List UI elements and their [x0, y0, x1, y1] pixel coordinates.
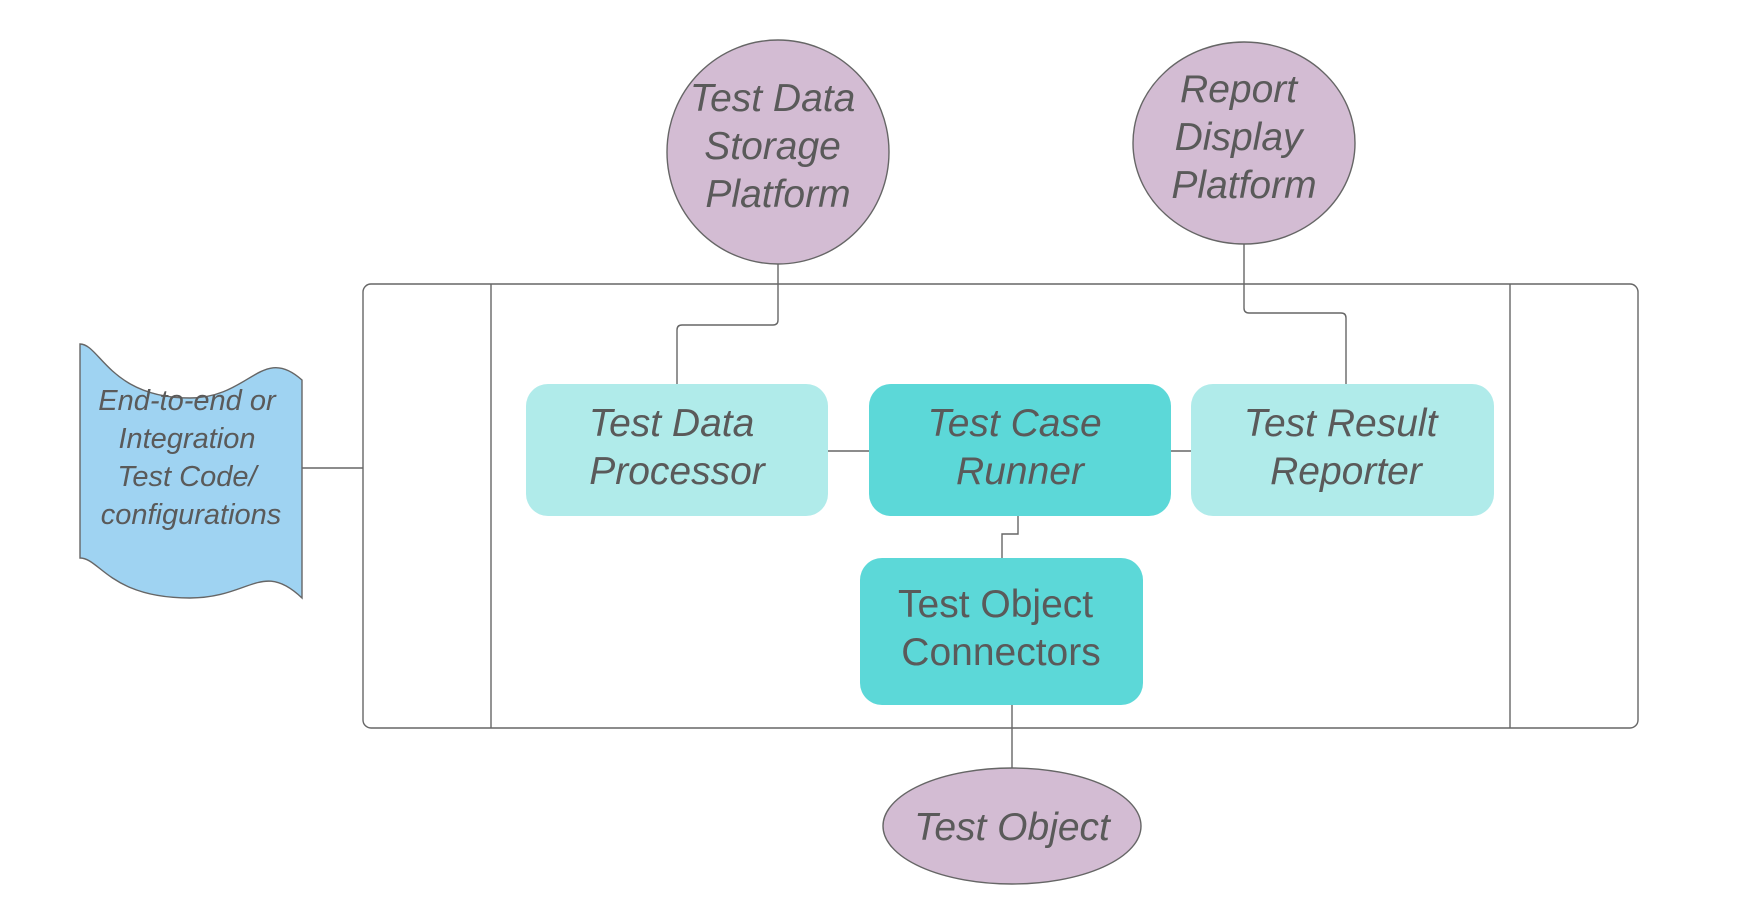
connectors-label-line-1: Test Object	[898, 583, 1093, 626]
connectors	[302, 244, 1347, 770]
runner-label-line-2: Runner	[956, 450, 1086, 493]
test-code-label-line-4: configurations	[101, 499, 282, 531]
test-case-runner[interactable]: Test Case Runner	[869, 384, 1171, 516]
connector-storage-to-processor	[676, 264, 779, 384]
svg-text:Test Object Connectors: Test Object Connectors	[898, 583, 1104, 674]
svg-text:Test Object: Test Object	[914, 806, 1112, 849]
processor-label-line-2: Processor	[589, 450, 767, 493]
reporter-label-line-2: Reporter	[1270, 450, 1424, 493]
test-object-connectors[interactable]: Test Object Connectors	[860, 558, 1143, 705]
report-display-platform[interactable]: Report Display Platform	[1132, 41, 1356, 245]
test-code-label-line-1: End-to-end or	[98, 385, 277, 417]
test-result-reporter[interactable]: Test Result Reporter	[1191, 384, 1494, 516]
runner-label-line-1: Test Case	[928, 402, 1102, 445]
report-label-line-1: Report	[1180, 68, 1299, 111]
test-data-processor[interactable]: Test Data Processor	[526, 384, 828, 516]
svg-text:Test Data Storage: Test Data Storage Platform	[690, 77, 866, 216]
connectors-label-line-2: Connectors	[901, 631, 1100, 674]
test-data-storage-platform[interactable]: Test Data Storage Platform	[666, 39, 890, 265]
test-code-label-line-2: Integration	[118, 423, 255, 455]
svg-text:Test Data Processor: Test Data Processor	[589, 402, 767, 493]
reporter-label-line-1: Test Result	[1244, 402, 1440, 445]
connector-runner-to-connectors	[1001, 516, 1019, 558]
storage-label-line-1: Test Data	[690, 77, 855, 120]
test-code-label-line-3: Test Code/	[117, 461, 259, 493]
svg-text:Report Display Pla: Report Display Platform	[1171, 68, 1316, 207]
test-object-label: Test Object	[914, 806, 1112, 849]
report-label-line-3: Platform	[1171, 164, 1316, 207]
connector-report-to-reporter	[1243, 244, 1347, 384]
svg-text:Test Case Runner: Test Case Runner	[928, 402, 1113, 493]
storage-label-line-3: Platform	[705, 173, 850, 216]
test-object[interactable]: Test Object	[882, 767, 1142, 885]
svg-text:Test Result Reporter: Test Result Reporter	[1244, 402, 1449, 493]
storage-label-line-2: Storage	[704, 125, 841, 168]
test-code-document[interactable]: End-to-end or Integration Test Code/ con…	[79, 343, 303, 600]
report-label-line-2: Display	[1175, 116, 1305, 159]
framework-container	[362, 283, 1639, 729]
svg-text:End-to-end or Integratio: End-to-end or Integration Test Code/ con…	[98, 385, 283, 531]
processor-label-line-1: Test Data	[589, 402, 754, 445]
